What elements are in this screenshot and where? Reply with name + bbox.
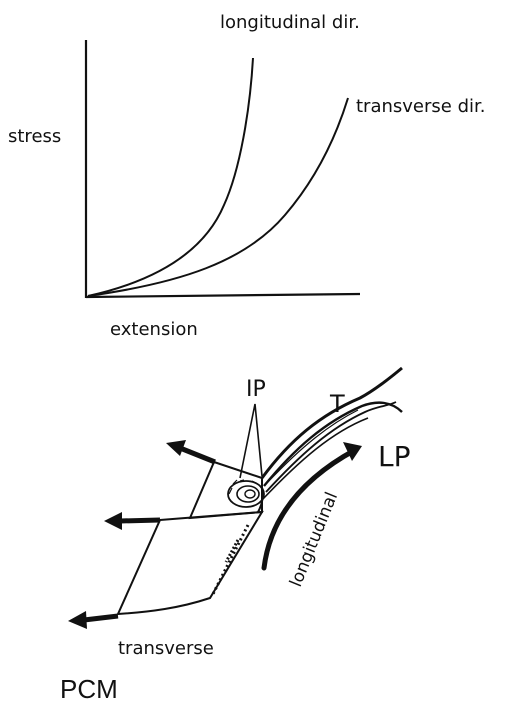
tendon-bundle — [257, 366, 403, 513]
lower-sheet-outline — [116, 510, 264, 616]
ip-pointer-lines — [239, 403, 263, 479]
stress-extension-graph: stress extension longitudinal dir. trans… — [8, 12, 485, 340]
transverse-curve — [87, 97, 349, 297]
x-axis-label: extension — [110, 319, 198, 340]
longitudinal-arrowhead — [343, 442, 362, 461]
x-axis — [85, 292, 361, 299]
transverse-arrow-middle — [104, 512, 161, 530]
longitudinal-curve — [87, 57, 254, 297]
longitudinal-label: longitudinal — [286, 489, 342, 589]
pcm-label: PCM — [60, 674, 118, 704]
ip-label: IP — [246, 377, 266, 402]
t-label: T — [329, 390, 345, 418]
series-label-longitudinal: longitudinal dir. — [220, 12, 360, 33]
y-axis-label: stress — [8, 126, 61, 147]
transverse-label: transverse — [118, 638, 214, 659]
longitudinal-arrow-shaft — [261, 447, 358, 571]
muscle-diagram: IP T LP longitudinal transverse PCM — [60, 366, 410, 704]
transverse-arrow-top — [166, 440, 216, 465]
insertion-coil-icon — [227, 479, 265, 508]
series-label-transverse: transverse dir. — [356, 96, 485, 117]
sheet-fibre-dots-2 — [224, 539, 240, 563]
lp-label: LP — [378, 440, 410, 473]
sheet-fibre-dots — [210, 524, 250, 597]
transverse-arrow-bottom — [68, 611, 119, 629]
